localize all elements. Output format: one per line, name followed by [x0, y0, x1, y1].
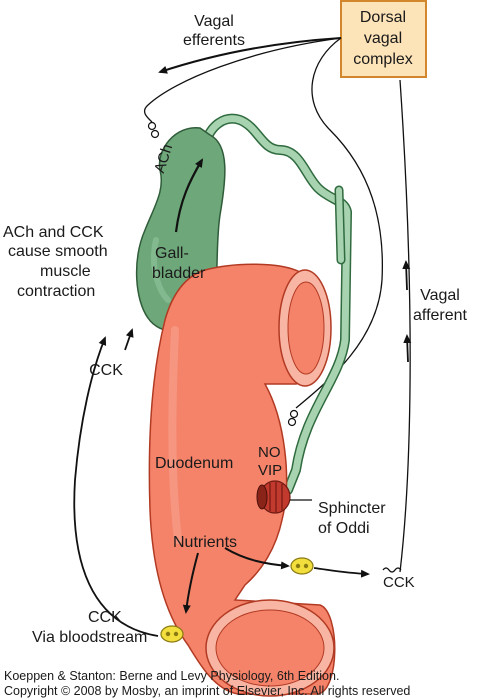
- bile-duct: [200, 113, 353, 495]
- duodenum: [148, 263, 336, 697]
- label-vagal-afferent-2: afferent: [413, 307, 468, 324]
- vagal-efferent-arrow: [158, 37, 342, 74]
- label-cck-bloodstream: CCK: [88, 609, 122, 626]
- cck-to-gallbladder-arrow: [124, 328, 134, 351]
- label-vagal-efferents-2: efferents: [183, 32, 245, 49]
- sphincter-of-oddi: [256, 480, 291, 514]
- box-line-3: complex: [353, 51, 413, 68]
- label-via-bloodstream: Via bloodstream: [32, 629, 147, 646]
- label-smooth-1: ACh and CCK: [3, 224, 104, 241]
- label-cck-left: CCK: [89, 362, 123, 379]
- label-smooth-2: cause smooth: [8, 243, 108, 260]
- bloodstream-cck-arrow: [73, 336, 159, 637]
- label-vip: VIP: [258, 462, 282, 479]
- no-vip-synapse: [287, 409, 299, 427]
- box-line-1: Dorsal: [360, 9, 406, 26]
- label-smooth-4: contraction: [17, 283, 95, 300]
- afferent-ending: [382, 567, 402, 573]
- label-of-oddi: of Oddi: [318, 520, 370, 537]
- i-cell-left: [160, 625, 184, 643]
- vagal-afferent-line: [399, 79, 411, 573]
- cck-to-afferent-arrow: [313, 567, 370, 578]
- label-cck-right: CCK: [383, 574, 415, 591]
- label-no: NO: [258, 444, 281, 461]
- nutrients-arrow-down: [182, 552, 199, 614]
- label-gall: Gall-: [155, 245, 189, 262]
- dorsal-vagal-complex-box: Dorsal vagal complex: [340, 0, 427, 78]
- credit-line-2: Copyright © 2008 by Mosby, an imprint of…: [4, 684, 410, 698]
- label-vagal-efferents-1: Vagal: [194, 13, 234, 30]
- vagal-efferent-nerve-to-gallbladder: [144, 37, 342, 123]
- nutrients-arrow-right: [224, 547, 290, 570]
- afferent-arrow-lower: [403, 334, 412, 363]
- label-bladder: bladder: [152, 265, 206, 282]
- label-nutrients: Nutrients: [173, 534, 237, 551]
- ach-synapse: [147, 121, 160, 139]
- afferent-arrow-upper: [402, 260, 411, 291]
- i-cell-right: [290, 557, 314, 575]
- label-vagal-afferent-1: Vagal: [420, 287, 460, 304]
- label-smooth-3: muscle: [40, 263, 91, 280]
- label-sphincter: Sphincter: [318, 500, 386, 517]
- vagal-nerve-to-duodenum: [295, 37, 384, 409]
- gallbladder-contraction-arrow: [174, 158, 204, 233]
- box-line-2: vagal: [364, 30, 402, 47]
- label-duodenum: Duodenum: [155, 455, 233, 472]
- credit-line-1: Koeppen & Stanton: Berne and Levy Physio…: [4, 669, 339, 683]
